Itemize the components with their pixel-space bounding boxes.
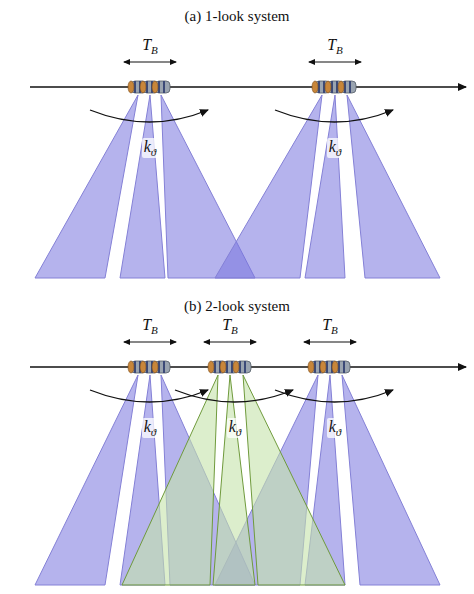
- symbol-label: kϑ: [327, 138, 344, 158]
- beam-footprint: [35, 375, 138, 585]
- symbol-label: TB: [140, 36, 160, 56]
- satellite-icon: [220, 361, 238, 373]
- satellite-icon: [338, 81, 356, 93]
- steering-arcs: [90, 110, 393, 402]
- satellite-icon: [325, 81, 343, 93]
- beam-footprint: [215, 95, 322, 278]
- satellite-icon: [128, 361, 146, 373]
- symbol-label: kϑ: [227, 418, 244, 438]
- symbol-label: TB: [320, 316, 340, 336]
- symbol-label: TB: [220, 316, 240, 336]
- beam-footprint: [342, 375, 440, 585]
- beam-footprints: [35, 95, 440, 585]
- satellite-icon: [152, 361, 170, 373]
- satellite-icon: [233, 361, 251, 373]
- flight-axis: [30, 87, 466, 367]
- satellites: [128, 81, 356, 373]
- beam-footprint: [243, 375, 345, 585]
- beam-footprint: [122, 375, 218, 585]
- symbol-label: TB: [325, 36, 345, 56]
- satellite-icon: [332, 361, 350, 373]
- symbol-label: kϑ: [142, 138, 159, 158]
- beam-footprint: [35, 95, 138, 278]
- satellite-icon: [320, 361, 338, 373]
- symbol-label: kϑ: [327, 418, 344, 438]
- panel-title: (b) 2-look system: [184, 298, 290, 315]
- satellite-icon: [152, 81, 170, 93]
- beam-footprint: [347, 95, 440, 278]
- panel-title: (a) 1-look system: [185, 8, 290, 25]
- satellite-icon: [128, 81, 146, 93]
- satellite-icon: [308, 361, 326, 373]
- satellite-icon: [140, 361, 158, 373]
- satellite-icon: [312, 81, 330, 93]
- satellite-icon: [208, 361, 226, 373]
- symbol-label: TB: [140, 316, 160, 336]
- burst-arrows: [124, 62, 361, 342]
- symbol-label: kϑ: [142, 418, 159, 438]
- satellite-icon: [140, 81, 158, 93]
